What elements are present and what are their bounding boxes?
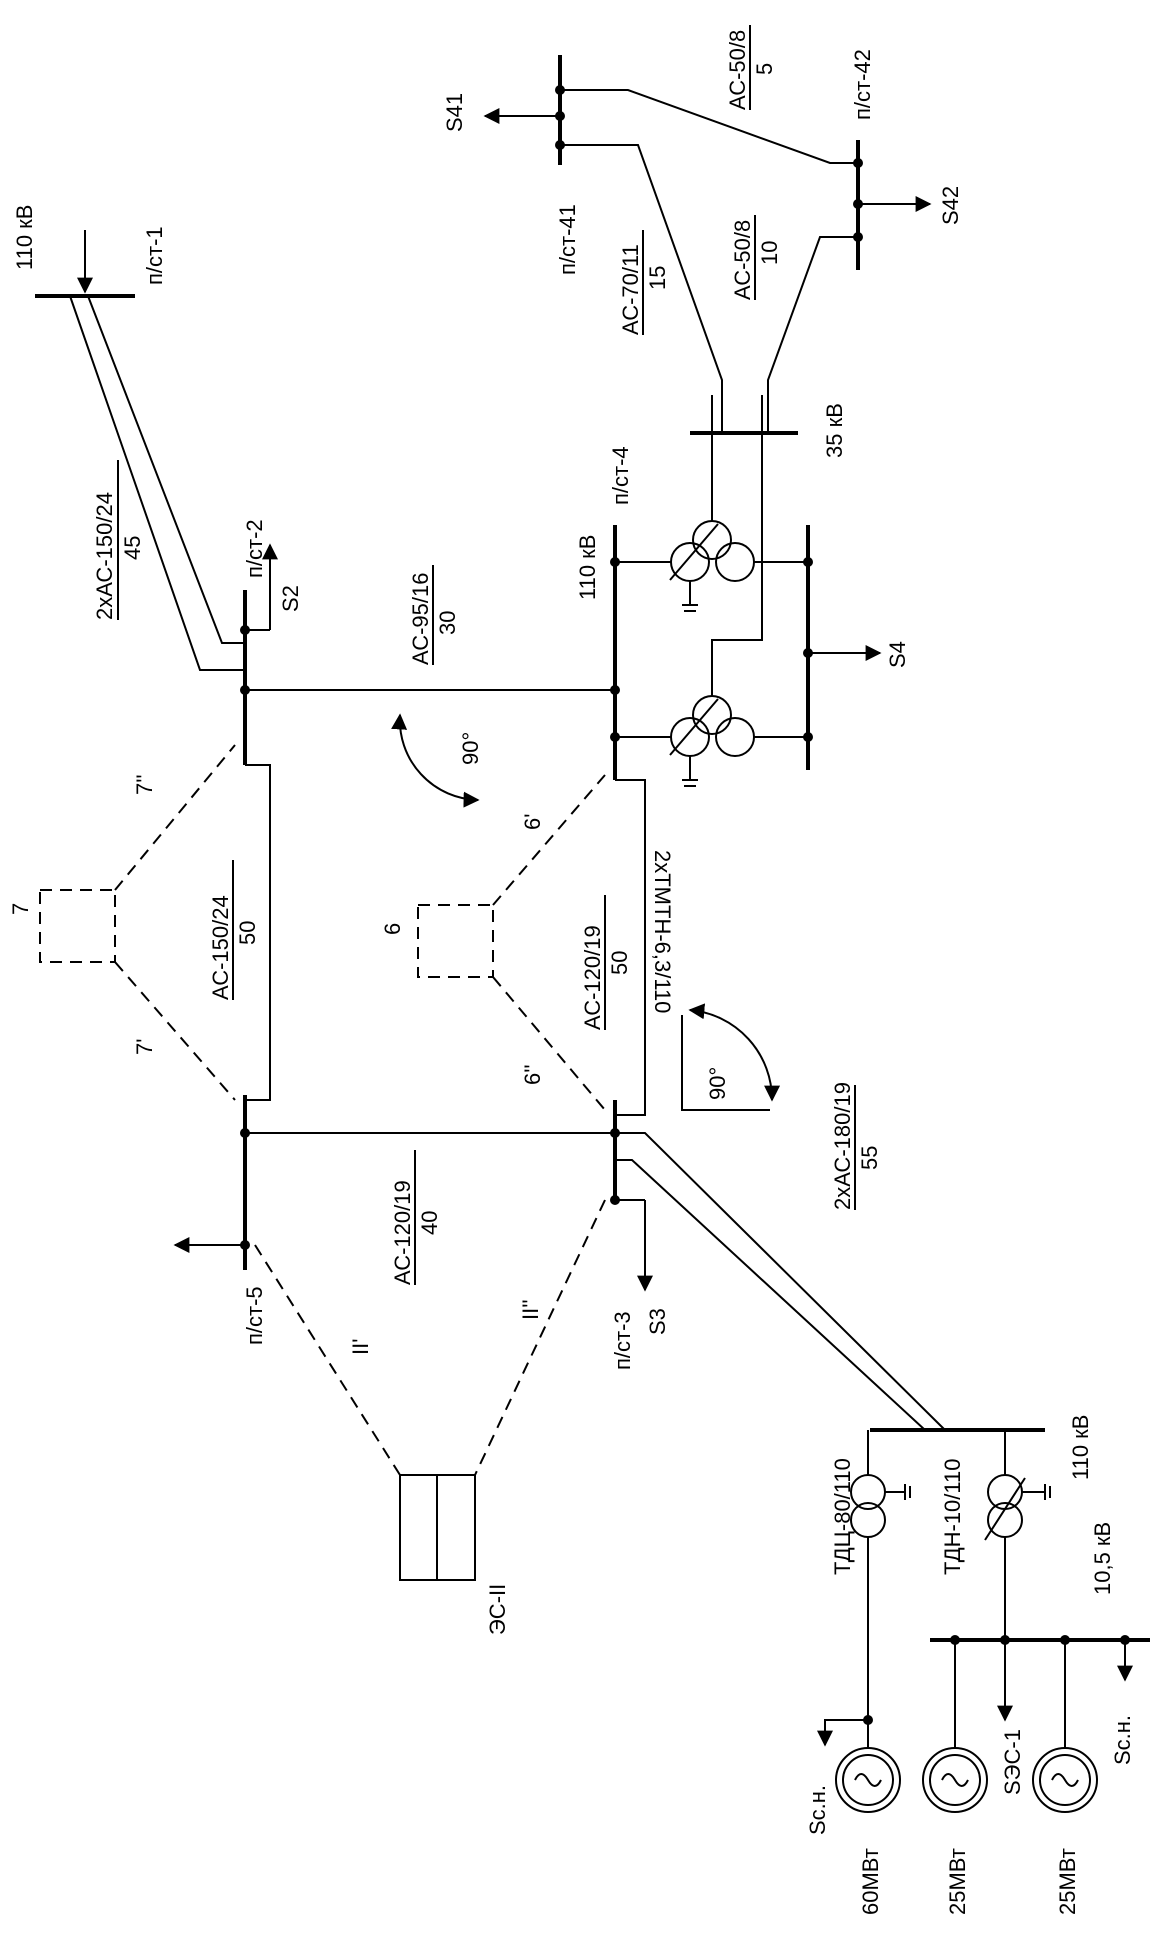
load-ssn-2: Sс.н. xyxy=(1110,1715,1135,1765)
line-ps5-ps3: АС-120/19 40 xyxy=(245,1132,615,1285)
substation-41: S41 п/ст-41 xyxy=(442,55,580,275)
line-41-42-wire: АС-50/8 xyxy=(725,30,750,110)
generator-1: Sс.н. 60МВт xyxy=(805,1719,901,1915)
line-35-42-wire: АС-50/8 xyxy=(730,220,755,300)
line-35-ps41: АС-70/11 15 xyxy=(618,230,670,335)
transformer-label-ps4: 2хТМТН-6,3/110 xyxy=(650,850,675,1013)
line-1-2-wire: 2хАС-150/24 xyxy=(92,492,117,620)
substation-3: п/ст-3 S3 xyxy=(610,1100,670,1370)
substation-4: 110 кВ п/ст-4 2хТМТН- xyxy=(575,395,910,1013)
angle-label-1: 90° xyxy=(458,732,483,765)
transformer-tdn: ТДН-10/110 xyxy=(940,1430,1051,1640)
line-ps1-ps2: 2хАС-150/24 45 xyxy=(69,295,245,671)
load-ses1: SЭС-1 xyxy=(1000,1729,1025,1795)
power-station-es2: ЭС-II II' II'' xyxy=(254,1199,606,1635)
line-2-4-wire: АС-95/16 xyxy=(408,573,433,665)
label-ps2: п/ст-2 xyxy=(242,519,267,578)
angle-marker-1: 90° xyxy=(391,713,483,808)
option-6-label: 6 xyxy=(380,923,405,935)
option-6b-label: 6'' xyxy=(520,1064,545,1085)
es-gen-bus: 10,5 кВ SЭС-1 Sс.н. xyxy=(930,1522,1150,1795)
label-es2: ЭС-II xyxy=(485,1584,510,1635)
substation-42: S42 п/ст-42 xyxy=(850,49,963,270)
load-arrow-ssn1 xyxy=(817,1719,868,1747)
transformer-tdc: ТДЦ-80/110 xyxy=(830,1430,911,1725)
option-IIa-label: II' xyxy=(348,1339,373,1355)
line-1-2-length: 45 xyxy=(120,536,145,560)
substation-2: п/ст-2 S2 xyxy=(240,519,303,765)
line-35-ps42: АС-50/8 10 xyxy=(730,215,782,300)
option-7a-label: 7' xyxy=(132,1039,157,1055)
line-41-42-length: 5 xyxy=(752,63,777,75)
substation-5: п/ст-5 xyxy=(173,1095,267,1345)
line-2-5-wire: АС-150/24 xyxy=(208,895,233,1000)
transformer-label-tdn: ТДН-10/110 xyxy=(940,1459,965,1575)
line-35-41-length: 15 xyxy=(645,266,670,290)
load-s4: S4 xyxy=(885,641,910,668)
line-ps2-ps5: АС-150/24 50 xyxy=(208,764,271,1101)
generator-2-label: 25МВт xyxy=(945,1848,970,1915)
transformer-label-tdc: ТДЦ-80/110 xyxy=(830,1458,855,1575)
option-IIb-label: II'' xyxy=(518,1299,543,1320)
load-s41: S41 xyxy=(442,93,467,132)
voltage-label-ps4: 110 кВ xyxy=(575,535,600,600)
label-ps4: п/ст-4 xyxy=(608,446,633,505)
line-ps41-ps42: АС-50/8 5 xyxy=(560,25,858,164)
generator-2: 25МВт xyxy=(922,1640,988,1915)
substation-1: 110 кВ п/ст-1 xyxy=(12,205,167,298)
load-ssn-1: Sс.н. xyxy=(805,1785,830,1835)
line-35-42-length: 10 xyxy=(757,241,782,265)
label-ps41: п/ст-41 xyxy=(555,204,580,275)
line-ps2-ps4: АС-95/16 30 xyxy=(245,565,615,691)
generator-3: 25МВт xyxy=(1032,1640,1098,1915)
line-ps4-ps3: АС-120/19 50 xyxy=(580,779,646,1116)
voltage-label-ps1: 110 кВ xyxy=(12,205,37,270)
load-s42: S42 xyxy=(938,186,963,225)
line-2-4-length: 30 xyxy=(435,611,460,635)
option-6: 6 6' 6'' xyxy=(380,774,606,1111)
line-4-3-length: 50 xyxy=(607,951,632,975)
label-ps1: п/ст-1 xyxy=(142,226,167,285)
option-7: 7 7'' 7' xyxy=(8,744,236,1101)
angle-marker-2: 90° xyxy=(681,1003,781,1111)
bus-35kv: 35 кВ xyxy=(560,144,858,458)
voltage-label-es-hv: 110 кВ xyxy=(1068,1415,1093,1480)
es-hv-bus: 110 кВ xyxy=(870,1415,1093,1480)
line-3-es-length: 55 xyxy=(857,1146,882,1170)
label-ps42: п/ст-42 xyxy=(850,49,875,120)
option-6a-label: 6' xyxy=(520,814,545,830)
load-s2: S2 xyxy=(278,585,303,612)
line-3-es-wire: 2хАС-180/19 xyxy=(830,1082,855,1210)
angle-label-2: 90° xyxy=(705,1067,730,1100)
line-35-41-wire: АС-70/11 xyxy=(618,244,643,335)
load-s3: S3 xyxy=(645,1308,670,1335)
line-4-3-wire: АС-120/19 xyxy=(580,925,605,1030)
line-2-5-length: 50 xyxy=(235,921,260,945)
label-ps3: п/ст-3 xyxy=(610,1311,635,1370)
transformer-t1-ps4 xyxy=(615,395,808,612)
generator-1-label: 60МВт xyxy=(858,1848,883,1915)
voltage-label-35kv: 35 кВ xyxy=(822,403,847,458)
voltage-label-es-gen: 10,5 кВ xyxy=(1090,1522,1115,1595)
line-ps3-es: 2хАС-180/19 55 xyxy=(615,1082,946,1431)
generator-3-label: 25МВт xyxy=(1055,1848,1080,1915)
label-ps5: п/ст-5 xyxy=(242,1286,267,1345)
option-7-label: 7 xyxy=(8,903,33,915)
line-5-3-wire: АС-120/19 xyxy=(390,1180,415,1285)
transformer-t2-ps4 xyxy=(615,395,808,787)
option-7b-label: 7'' xyxy=(132,774,157,795)
line-5-3-length: 40 xyxy=(417,1211,442,1235)
